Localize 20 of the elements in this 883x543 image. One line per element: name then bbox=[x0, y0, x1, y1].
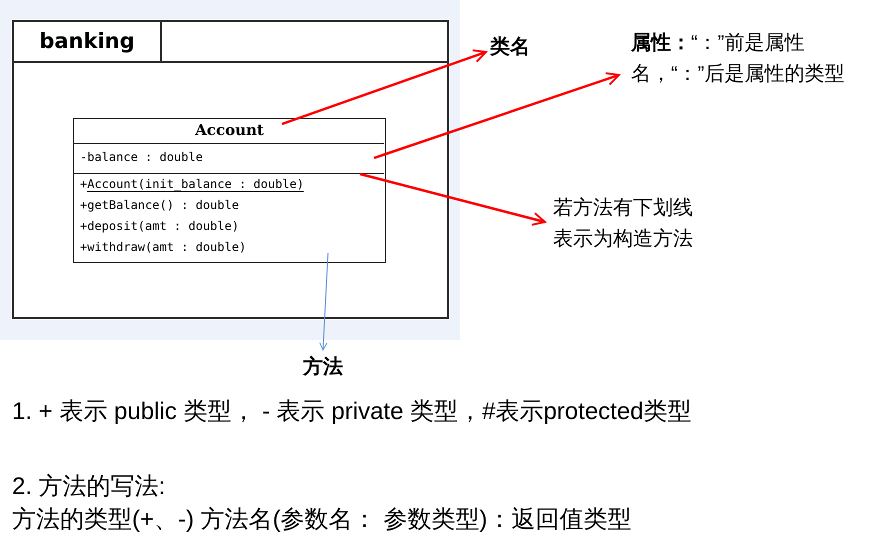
method-note: 方法 bbox=[303, 352, 359, 380]
note-text: 2. 方法的写法: bbox=[12, 472, 166, 502]
leader-line bbox=[360, 172, 546, 226]
class-name-note: 类名 bbox=[490, 32, 550, 62]
leader-line bbox=[282, 49, 487, 126]
method-signature: +deposit(amt : double) bbox=[80, 219, 239, 233]
method-signature: +withdraw(amt : double) bbox=[80, 240, 246, 254]
package-box bbox=[12, 20, 449, 319]
attribute-note: 属性：“：”前是属性名，“：”后是属性的类型 bbox=[631, 28, 883, 124]
note-text: 1. + 表示 public 类型， - 表示 private 类型，#表示protected类型 bbox=[12, 397, 692, 427]
note-text: 方法的类型(+、-) 方法名(参数名： 参数类型)：返回值类型 bbox=[12, 505, 632, 535]
leader-line bbox=[319, 252, 328, 350]
constructor-note: 若方法有下划线表示为构造方法 bbox=[553, 193, 703, 253]
leader-line bbox=[374, 72, 620, 160]
attribute-text: -balance : double bbox=[80, 150, 203, 164]
class-box bbox=[73, 118, 386, 263]
class-name: Account bbox=[194, 121, 265, 139]
method-signature: +getBalance() : double bbox=[80, 198, 239, 212]
constructor-signature: +Account(init_balance : double) bbox=[80, 177, 304, 192]
package-name-tab: banking bbox=[14, 22, 162, 63]
